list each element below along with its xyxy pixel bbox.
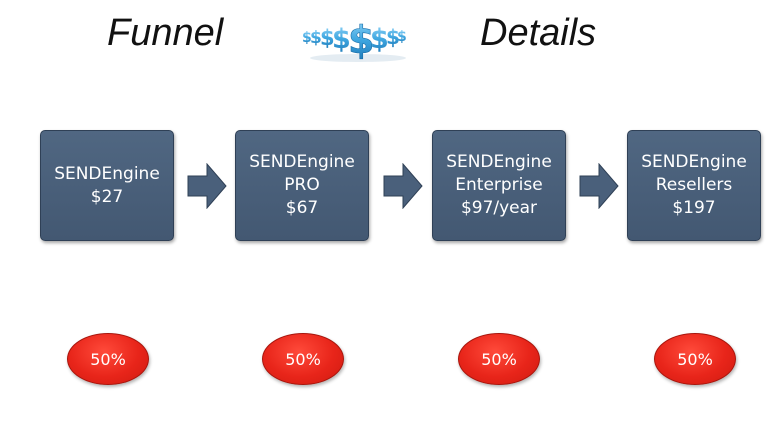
svg-text:$: $ [310,28,322,48]
details-title: Details [480,12,597,54]
svg-text:$: $ [386,25,400,49]
funnel-step-2: SENDEngine PRO $67 [235,130,369,241]
funnel-step-3: SENDEngine Enterprise $97/year [432,130,566,241]
conversion-badge-3: 50% [458,333,540,385]
step-4-tier: Resellers [655,175,733,195]
step-2-product: SENDEngine [249,152,355,172]
dollar-signs-icon: $ $ $ $ $ $ $ $ [302,18,407,63]
conversion-badge-4: 50% [654,333,736,385]
step-2-tier: PRO [284,175,320,195]
svg-text:$: $ [332,24,351,55]
arrow-right-icon [187,163,227,209]
svg-text:$: $ [397,29,407,45]
step-3-price: $97/year [460,198,538,218]
svg-text:$: $ [320,26,335,50]
step-3-product: SENDEngine [446,152,552,172]
step-1-product: SENDEngine [54,163,160,184]
funnel-step-1: SENDEngine $27 [40,130,174,241]
arrow-right-icon [579,163,619,209]
step-4-product: SENDEngine [641,152,747,172]
funnel-title: Funnel [107,12,224,54]
funnel-step-4: SENDEngine Resellers $197 [627,130,761,241]
conversion-badge-2: 50% [262,333,344,385]
svg-text:$: $ [348,18,374,62]
svg-text:$: $ [302,30,312,46]
step-1-price: $27 [90,186,124,207]
arrow-right-icon [383,163,423,209]
svg-text:$: $ [370,24,389,55]
step-3-tier: Enterprise [455,175,543,195]
step-2-price: $67 [285,198,319,218]
conversion-badge-1: 50% [67,333,149,385]
step-4-price: $197 [672,198,716,218]
